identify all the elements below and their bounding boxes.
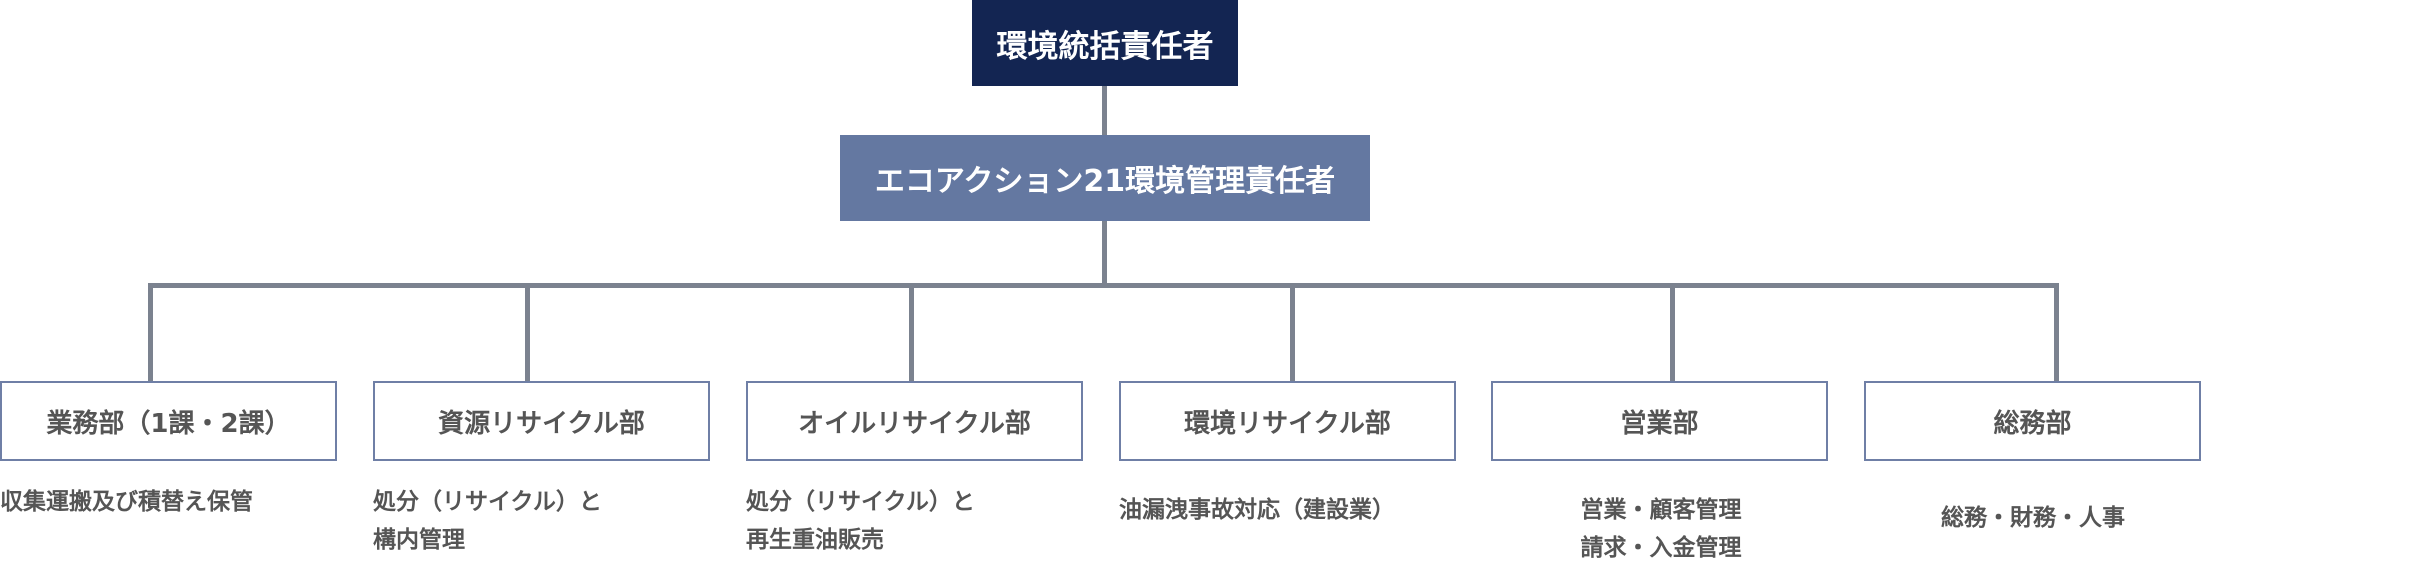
department-duty-line: 構内管理 xyxy=(373,527,465,553)
department-duties-environmental-recycling: 油漏洩事故対応（建設業） xyxy=(1119,491,1469,529)
department-box-oil-recycling: オイルリサイクル部 xyxy=(746,381,1083,461)
department-box-resource-recycling: 資源リサイクル部 xyxy=(373,381,710,461)
connector-horizontal-bus xyxy=(148,283,2059,288)
connector-department-5 xyxy=(1670,283,1675,381)
connector-department-2 xyxy=(525,283,530,381)
department-duty-line: 総務・財務・人事 xyxy=(1941,505,2125,531)
connector-department-6 xyxy=(2054,283,2059,381)
department-box-sales: 営業部 xyxy=(1491,381,1828,461)
department-name-general-affairs: 総務部 xyxy=(1993,408,2072,439)
department-name-sales: 営業部 xyxy=(1620,408,1699,439)
department-duty-line: 処分（リサイクル）と xyxy=(373,489,602,515)
connector-department-4 xyxy=(1290,283,1295,381)
department-duty-line: 再生重油販売 xyxy=(746,527,884,553)
department-name-oil-recycling: オイルリサイクル部 xyxy=(798,408,1031,439)
connector-department-1 xyxy=(148,283,153,381)
connector-department-3 xyxy=(909,283,914,381)
department-duty-line: 処分（リサイクル）と xyxy=(746,489,975,515)
environmental-general-manager-box: 環境統括責任者 xyxy=(972,0,1238,86)
department-duty-line: 収集運搬及び積替え保管 xyxy=(0,489,253,515)
department-duties-resource-recycling: 処分（リサイクル）と 構内管理 xyxy=(373,483,723,559)
department-duties-sales: 営業・顧客管理 請求・入金管理 xyxy=(1486,491,1836,567)
department-box-operations: 業務部（1課・2課） xyxy=(0,381,337,461)
department-duties-oil-recycling: 処分（リサイクル）と 再生重油販売 xyxy=(746,483,1096,559)
department-duty-line: 営業・顧客管理 xyxy=(1580,497,1742,523)
environmental-general-manager-label: 環境統括責任者 xyxy=(996,28,1214,65)
department-box-general-affairs: 総務部 xyxy=(1864,381,2201,461)
department-name-environmental-recycling: 環境リサイクル部 xyxy=(1184,408,1391,439)
eco-action-21-manager-label: エコアクション21環境管理責任者 xyxy=(874,164,1336,199)
department-duties-general-affairs: 総務・財務・人事 xyxy=(1858,499,2208,537)
department-box-environmental-recycling: 環境リサイクル部 xyxy=(1119,381,1456,461)
department-name-operations: 業務部（1課・2課） xyxy=(46,408,291,439)
connector-middle-down xyxy=(1102,221,1107,285)
department-duty-line: 請求・入金管理 xyxy=(1580,535,1742,561)
department-duty-line: 油漏洩事故対応（建設業） xyxy=(1119,497,1395,523)
eco-action-21-manager-box: エコアクション21環境管理責任者 xyxy=(840,135,1370,221)
department-duties-operations: 収集運搬及び積替え保管 xyxy=(0,483,350,521)
department-name-resource-recycling: 資源リサイクル部 xyxy=(438,408,645,439)
connector-top-to-middle xyxy=(1102,86,1107,135)
